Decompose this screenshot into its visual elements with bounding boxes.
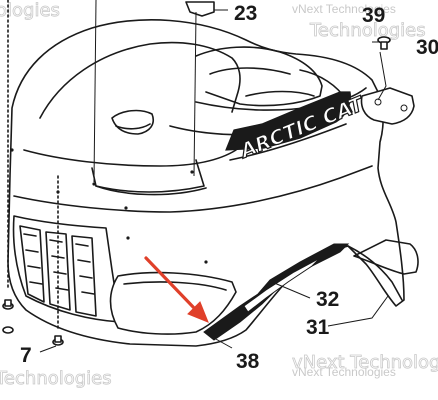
callout-32: 32 bbox=[316, 288, 339, 311]
fastener-group-7 bbox=[2, 0, 64, 346]
part-clip-23 bbox=[185, 1, 215, 17]
fender-body: ARCTIC CAT bbox=[7, 19, 419, 347]
bracket-hole-2 bbox=[400, 104, 408, 112]
decal-stripe bbox=[203, 243, 350, 341]
red-arrow bbox=[144, 256, 209, 323]
leader-lines bbox=[39, 0, 389, 353]
watermark-bottom-left: Technologies bbox=[0, 368, 112, 389]
watermark-top-outline: Technologies bbox=[309, 20, 426, 41]
watermark-bottom: vNext Technologies bbox=[292, 365, 396, 379]
callout-31: 31 bbox=[306, 316, 330, 339]
callout-23: 23 bbox=[234, 2, 257, 25]
watermark-top: vNext Technologies bbox=[292, 2, 396, 16]
callout-7: 7 bbox=[20, 344, 32, 367]
watermark-bottom-right-outline: vNext Technologies bbox=[292, 352, 438, 373]
callout-39: 39 bbox=[362, 4, 385, 27]
watermark-top-left: ologies bbox=[0, 0, 60, 21]
callout-38: 38 bbox=[236, 350, 260, 373]
part-screw-30 bbox=[377, 36, 391, 50]
callout-30: 30 bbox=[416, 36, 438, 59]
